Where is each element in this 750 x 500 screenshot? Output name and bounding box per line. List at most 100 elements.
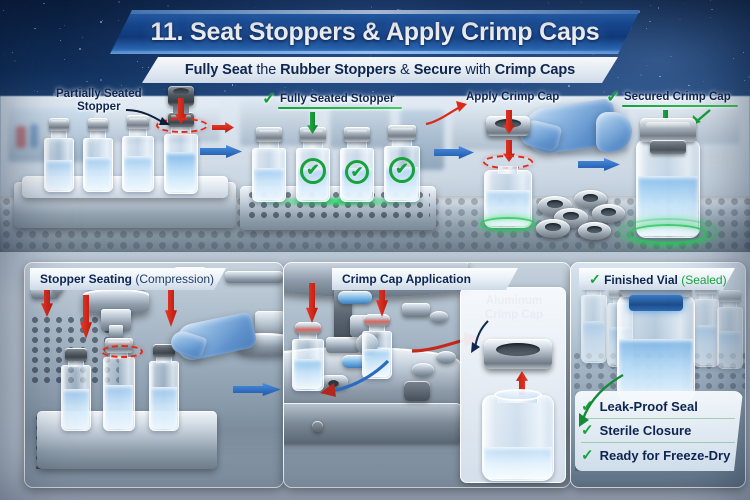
green-glow-ring-stage4-outer	[618, 218, 718, 246]
subtitle-part-1: Fully Seat	[184, 62, 253, 78]
panel2-nozzle	[404, 381, 430, 401]
checklist-label-2: Sterile Closure	[599, 423, 692, 438]
panel2-spindle-collar	[326, 337, 360, 353]
panel2-bolt	[312, 421, 323, 432]
panel-stopper-seating: Stopper Seating (Compression)	[24, 262, 284, 488]
panel3-bg-vial-1	[581, 278, 607, 363]
pointer-curve-stage3	[425, 101, 467, 126]
arrow-red-down-stage3-cap	[503, 110, 515, 134]
subtitle-banner: Fully Seat the Rubber Stoppers & Secure …	[142, 57, 618, 83]
green-glow-ring-stage3	[480, 217, 536, 231]
check-icon-fully-seated: ✓	[262, 89, 277, 108]
underline-fully-seated	[278, 107, 402, 109]
arrow-green-down-stage2	[307, 112, 318, 134]
loose-crimp-cap-4	[592, 204, 625, 223]
machine-rail-right	[225, 271, 283, 283]
loose-crimp-cap-5	[536, 219, 570, 238]
vial-stage1-3	[122, 115, 154, 192]
panel3-seal-pointer	[579, 373, 624, 427]
panel-finished-vial: ✓ Leak-Proof Seal ✓ Sterile Closure ✓ Re…	[570, 262, 746, 488]
label-fully-seated-stopper: Fully Seated Stopper	[280, 93, 395, 105]
panel1-arrow-red-2	[80, 295, 92, 339]
checklist-label-1: Leak-Proof Seal	[599, 399, 698, 414]
panel1-arrow-red-1	[41, 281, 53, 317]
panel2-callout-vial	[482, 389, 554, 481]
panel2-cap-stack-2	[412, 363, 434, 377]
panel-header-crimp-cap-application: Crimp Cap Application	[332, 268, 518, 290]
press-plunger	[101, 309, 131, 331]
panel2-cap-stack-3	[436, 351, 456, 364]
arrow-blue-stage3-to-4	[578, 158, 620, 171]
subtitle-part-6: with	[465, 62, 491, 78]
loose-crimp-cap-2	[574, 190, 607, 209]
label-partially-seated-line1: Partially Seated	[56, 88, 142, 100]
panel-header-stopper-seating: Stopper Seating (Compression)	[30, 268, 226, 290]
vial-stage1-1	[44, 118, 74, 192]
panel3-title-note: (Sealed)	[681, 272, 727, 287]
panel2-cap-feed	[402, 303, 430, 317]
vial-stage2-3: ✔	[340, 127, 374, 202]
page-title: 11. Seat Stoppers & Apply Crimp Caps	[150, 17, 600, 46]
panel3-title: ✓ Finished Vial (Sealed)	[589, 271, 727, 288]
panel2-blue-ring-top	[338, 291, 372, 304]
checklist-item-sterile-closure: ✓ Sterile Closure	[581, 419, 735, 443]
vial-stage1-2	[83, 118, 113, 192]
arrow-red-right-stage1	[212, 122, 234, 133]
panel2-arrow-blue-curve	[320, 359, 390, 397]
panel1-title: Stopper Seating (Compression)	[40, 272, 214, 286]
panel-header-finished-vial: ✓ Finished Vial (Sealed)	[579, 268, 735, 290]
underline-secured-crimp-cap	[622, 105, 738, 107]
panel3-blue-seal-ring	[629, 295, 683, 311]
check-icon-sterile-closure: ✓	[581, 422, 594, 439]
panel2-aluminum-crimp-cap	[484, 339, 552, 369]
panel1-title-note: (Compression)	[135, 272, 215, 286]
panel2-vial-1	[292, 322, 324, 391]
panel2-title: Crimp Cap Application	[342, 272, 471, 286]
panel3-finished-vial	[617, 269, 695, 403]
panel3-checklist: ✓ Leak-Proof Seal ✓ Sterile Closure ✓ Re…	[575, 391, 743, 471]
subtitle-part-4: &	[400, 62, 410, 78]
subtitle-part-7: Crimp Caps	[494, 62, 576, 78]
check-icon-finished-vial: ✓	[589, 270, 601, 287]
panel1-arrow-blue-out	[233, 383, 281, 396]
panel2-callout-pointer	[471, 320, 489, 353]
glove-fingers-stage3	[596, 112, 632, 152]
label-apply-crimp-cap: Apply Crimp Cap	[466, 91, 560, 103]
subtitle-part-2: the	[256, 62, 277, 78]
vial-check-badge-2: ✔	[345, 160, 369, 184]
checklist-label-3: Ready for Freeze-Dry	[599, 447, 731, 463]
panel1-title-main: Stopper Seating	[40, 272, 133, 286]
vial-check-badge-3: ✔	[389, 157, 415, 183]
subtitle-part-3: Rubber Stoppers	[280, 62, 397, 78]
vial-stage2-1	[252, 127, 286, 202]
vial-check-badge-1: ✔	[300, 158, 326, 184]
check-icon-ready-freeze-dry: ✓	[581, 446, 594, 464]
panel1-vial-1	[61, 348, 91, 431]
page-subtitle: Fully Seat the Rubber Stoppers & Secure …	[185, 62, 575, 78]
press-tip	[109, 325, 123, 339]
check-icon-secured-crimp-cap: ✓	[606, 87, 621, 106]
panel1-vial-3	[149, 344, 179, 431]
loose-rubber-stopper	[168, 86, 194, 106]
label-partially-seated-stopper: Partially Seated Stopper	[56, 88, 142, 114]
panel-crimp-cap-application: Aluminum Crimp Cap Crimp Cap Application	[283, 262, 571, 488]
label-secured-crimp-cap: Secured Crimp Cap	[624, 91, 731, 103]
panel2-arrow-red-1	[306, 283, 318, 323]
panel1-arrow-red-3	[165, 283, 177, 327]
panel3-bg-vial-3	[693, 282, 719, 367]
arrow-blue-stage1-to-2	[200, 145, 242, 158]
panel2-socket-hole	[328, 379, 339, 387]
checklist-item-ready-for-freeze-dry: ✓ Ready for Freeze-Dry	[581, 443, 735, 467]
pointer-curve-stage1	[125, 109, 170, 125]
highlight-ellipse-stage1	[156, 118, 208, 133]
panel1-highlight-ellipse	[101, 345, 143, 358]
vial-stage2-4: ✔	[384, 125, 420, 202]
panel2-table-base	[284, 403, 462, 443]
vial-stage2-2: ✔	[296, 127, 330, 202]
loose-crimp-cap-6	[578, 222, 611, 240]
panel1-vial-2-under-press	[103, 338, 135, 431]
panel3-title-main: Finished Vial	[604, 272, 678, 287]
label-partially-seated-line2: Stopper	[77, 101, 121, 114]
panel3-bg-vial-4	[717, 290, 743, 369]
